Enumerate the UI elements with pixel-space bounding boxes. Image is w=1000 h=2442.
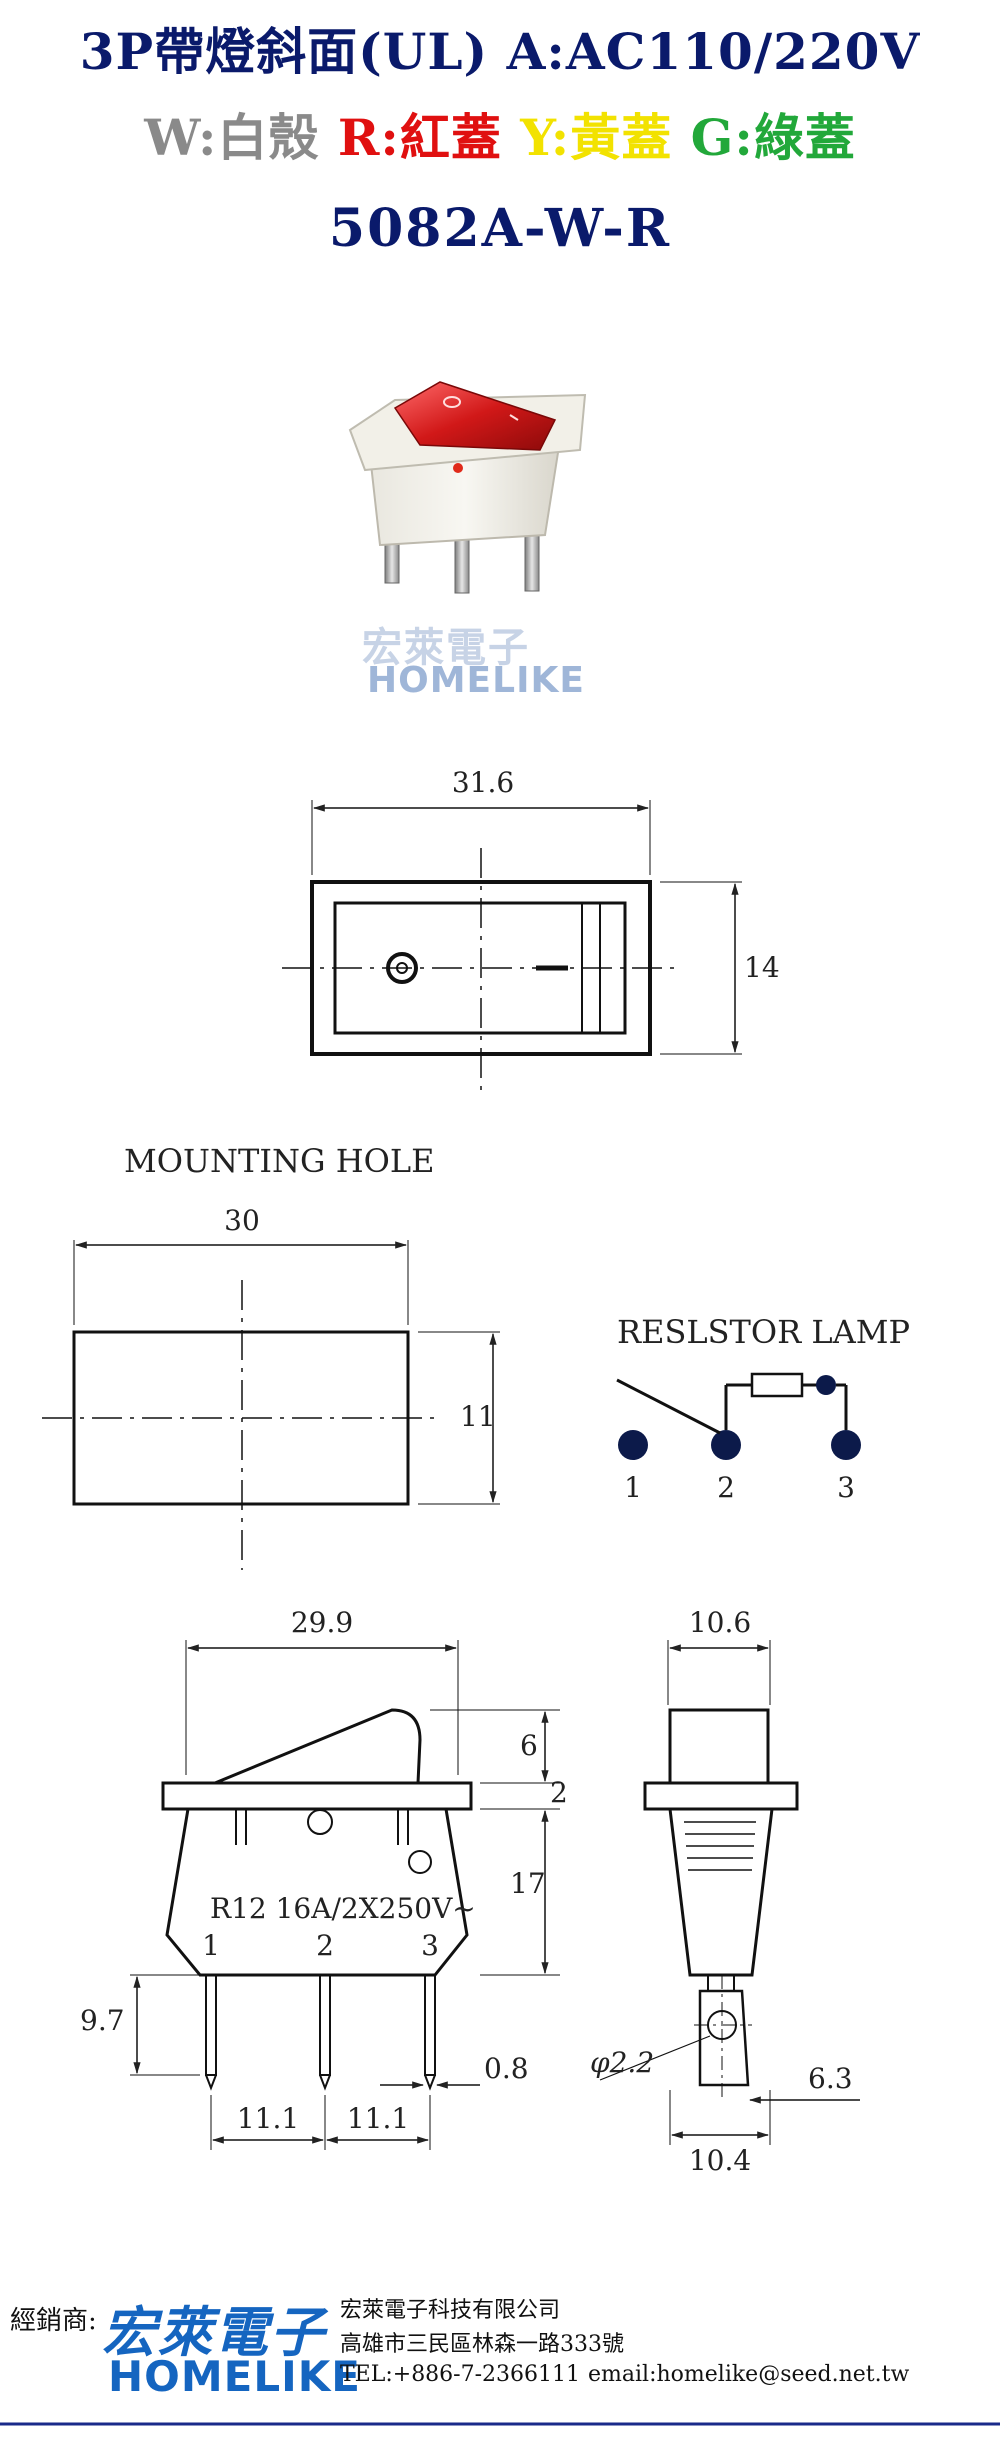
top-view: [282, 800, 742, 1090]
color-options: W:白殼 R:紅蓋 Y:黃蓋 G:綠蓋: [0, 98, 1000, 170]
company-address: 高雄市三民區林森一路333號: [340, 2332, 624, 2357]
end-pin-offset-dim: 6.3: [808, 2062, 853, 2095]
color-option-green: G:綠蓋: [690, 108, 856, 167]
brand-logo-cn: 宏萊電子: [102, 2301, 326, 2364]
pin-thickness-dim: 0.8: [484, 2052, 529, 2085]
side-pin-2: 2: [316, 1929, 334, 1962]
schematic-diagram: [616, 1372, 861, 1460]
end-width-dim: 10.6: [689, 1606, 751, 1639]
distributor-label: 經銷商:: [10, 2306, 97, 2336]
side-pin-3: 3: [421, 1929, 439, 1962]
pitch-a-dim: 11.1: [237, 2102, 299, 2135]
product-photo: [348, 381, 587, 594]
watermark-en: HOMELIKE: [367, 660, 585, 701]
pin-length-dim: 9.7: [80, 2004, 125, 2037]
end-pin-width-dim: 10.4: [689, 2144, 751, 2177]
schematic-pin-3: 3: [837, 1471, 855, 1504]
color-option-red: R:紅蓋: [337, 108, 521, 167]
side-width-dim: 29.9: [291, 1606, 353, 1639]
color-option-yellow: Y:黃蓋: [520, 108, 691, 167]
schematic-title: RESLSTOR LAMP: [617, 1313, 910, 1351]
hole-width-dim: 30: [224, 1204, 260, 1237]
rating-text: R12 16A/2X250V~: [210, 1892, 476, 1925]
flange-dim: 2: [550, 1776, 568, 1809]
model-number: 5082A-W-R: [328, 198, 672, 259]
end-view: [599, 1640, 860, 2145]
top-width-dim: 31.6: [452, 766, 514, 799]
color-option-white: W:白殼: [144, 108, 338, 167]
product-title: 3P帶燈斜面(UL) A:AC110/220V: [79, 22, 921, 81]
schematic-pin-1: 1: [624, 1471, 642, 1504]
brand-logo-en: HOMELIKE: [108, 2352, 361, 2401]
mounting-hole-drawing: [42, 1240, 500, 1570]
pitch-b-dim: 11.1: [347, 2102, 409, 2135]
rocker-height-dim: 6: [520, 1729, 538, 1762]
hole-dia-dim: φ2.2: [590, 2046, 654, 2079]
mounting-hole-title: MOUNTING HOLE: [124, 1142, 434, 1180]
top-height-dim: 14: [744, 951, 780, 984]
body-height-dim: 17: [510, 1867, 546, 1900]
company-phone: TEL:+886-7-2366111: [340, 2362, 581, 2387]
watermark-cn: 宏萊電子: [362, 625, 530, 671]
hole-height-dim: 11: [460, 1400, 496, 1433]
side-pin-1: 1: [202, 1929, 220, 1962]
company-name: 宏萊電子科技有限公司: [340, 2298, 561, 2323]
schematic-pin-2: 2: [717, 1471, 735, 1504]
side-view: [130, 1640, 560, 2150]
company-email[interactable]: email:homelike@seed.net.tw: [588, 2362, 910, 2387]
